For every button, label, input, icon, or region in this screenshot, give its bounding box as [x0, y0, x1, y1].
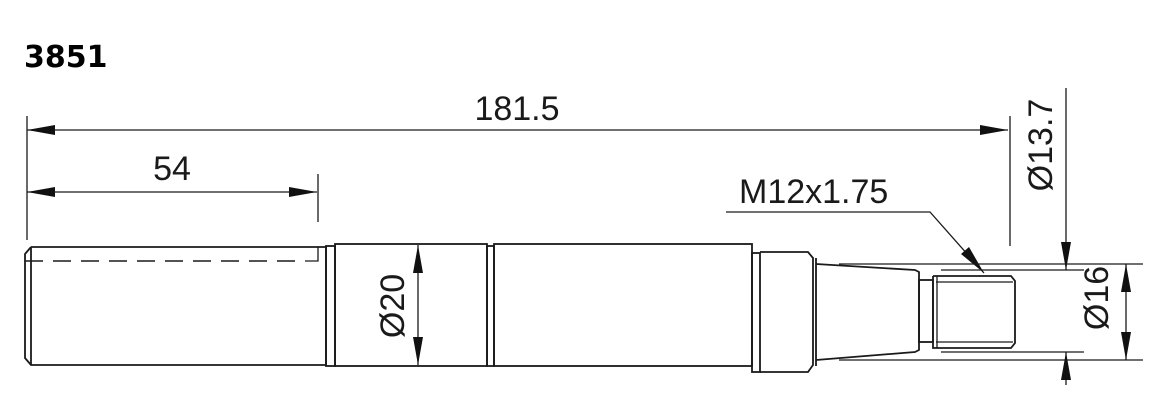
diameter-20-label: Ø20: [374, 274, 412, 338]
part-number-title: 3851: [24, 40, 108, 75]
overall-length-label: 181.5: [474, 90, 559, 128]
diameter-16-label: Ø16: [1078, 266, 1116, 330]
shaft-outline: [24, 243, 1016, 373]
diameter-16-dimension: Ø16: [839, 263, 1143, 361]
overall-length-dimension: 181.5: [26, 90, 1011, 246]
section-length-dimension: 54: [27, 150, 319, 222]
diameter-13-7-label: Ø13.7: [1022, 99, 1060, 192]
section-length-label: 54: [153, 150, 191, 188]
thread-callout: M12x1.75: [726, 173, 985, 274]
diameter-20-dimension: Ø20: [374, 245, 423, 365]
thread-label: M12x1.75: [739, 173, 888, 211]
diameter-13-7-dimension: Ø13.7: [941, 88, 1084, 385]
